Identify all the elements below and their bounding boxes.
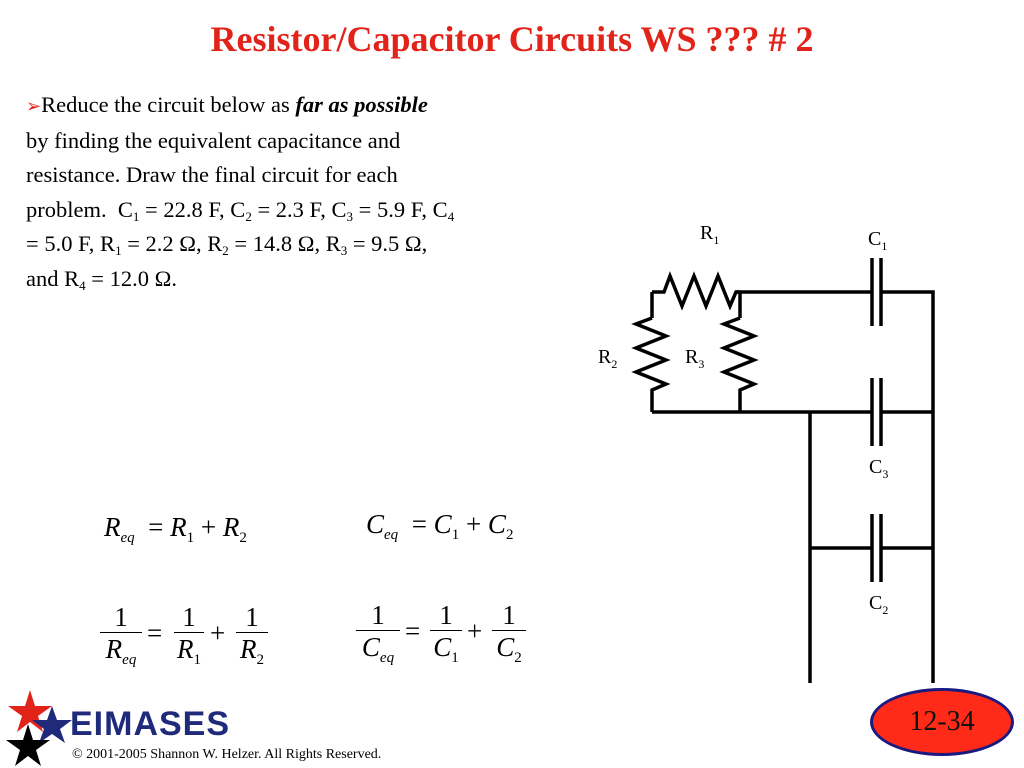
value-c3: 5.9 F xyxy=(376,196,422,222)
page-number-badge: 12-34 xyxy=(870,688,1014,756)
value-r1: 2.2 Ω xyxy=(145,231,196,256)
value-c1: 22.8 F xyxy=(163,196,220,222)
value-c4: 5.0 F xyxy=(44,231,89,256)
line3-text: resistance. Draw the final circuit for e… xyxy=(26,162,398,187)
slide-title: Resistor/Capacitor Circuits WS ??? # 2 xyxy=(210,19,814,59)
wire-c1-rail xyxy=(881,290,935,683)
value-c2: 2.3 F xyxy=(275,196,321,222)
problem-text: ➢Reduce the circuit below as far as poss… xyxy=(26,92,455,293)
resistor-r2 xyxy=(631,316,671,412)
label-c1: C1 xyxy=(868,228,888,253)
bullet-arrow-icon: ➢ xyxy=(26,96,42,116)
copyright-text: © 2001-2005 Shannon W. Helzer. All Right… xyxy=(72,747,382,762)
value-r2: 14.8 Ω xyxy=(252,231,315,256)
emphasis-text: far as possible xyxy=(295,92,428,117)
label-c2: C2 xyxy=(869,592,889,617)
label-c3: C3 xyxy=(869,456,889,481)
label-r3: R3 xyxy=(685,346,705,371)
capacitor-c2-plates xyxy=(870,514,883,582)
formula-r-series: Req = R1 + R2 xyxy=(104,512,247,546)
label-r2: R2 xyxy=(598,346,618,371)
value-r4: 12.0 Ω xyxy=(109,265,172,291)
resistor-r1 xyxy=(652,271,740,311)
eimases-logo: EIMASES xyxy=(70,705,231,743)
label-r1: R1 xyxy=(700,222,720,247)
resistor-r3 xyxy=(719,316,759,412)
logo-stars-icon xyxy=(6,690,72,766)
capacitor-c3-plates xyxy=(870,378,883,446)
value-r3: 9.5 Ω xyxy=(371,231,422,256)
formula-c-parallel: Ceq = C1 + C2 xyxy=(366,509,514,543)
line2-text: by finding the equivalent capacitance an… xyxy=(26,127,401,153)
capacitor-c1-plates xyxy=(870,258,883,326)
intro-text: Reduce the circuit below as xyxy=(41,92,296,117)
